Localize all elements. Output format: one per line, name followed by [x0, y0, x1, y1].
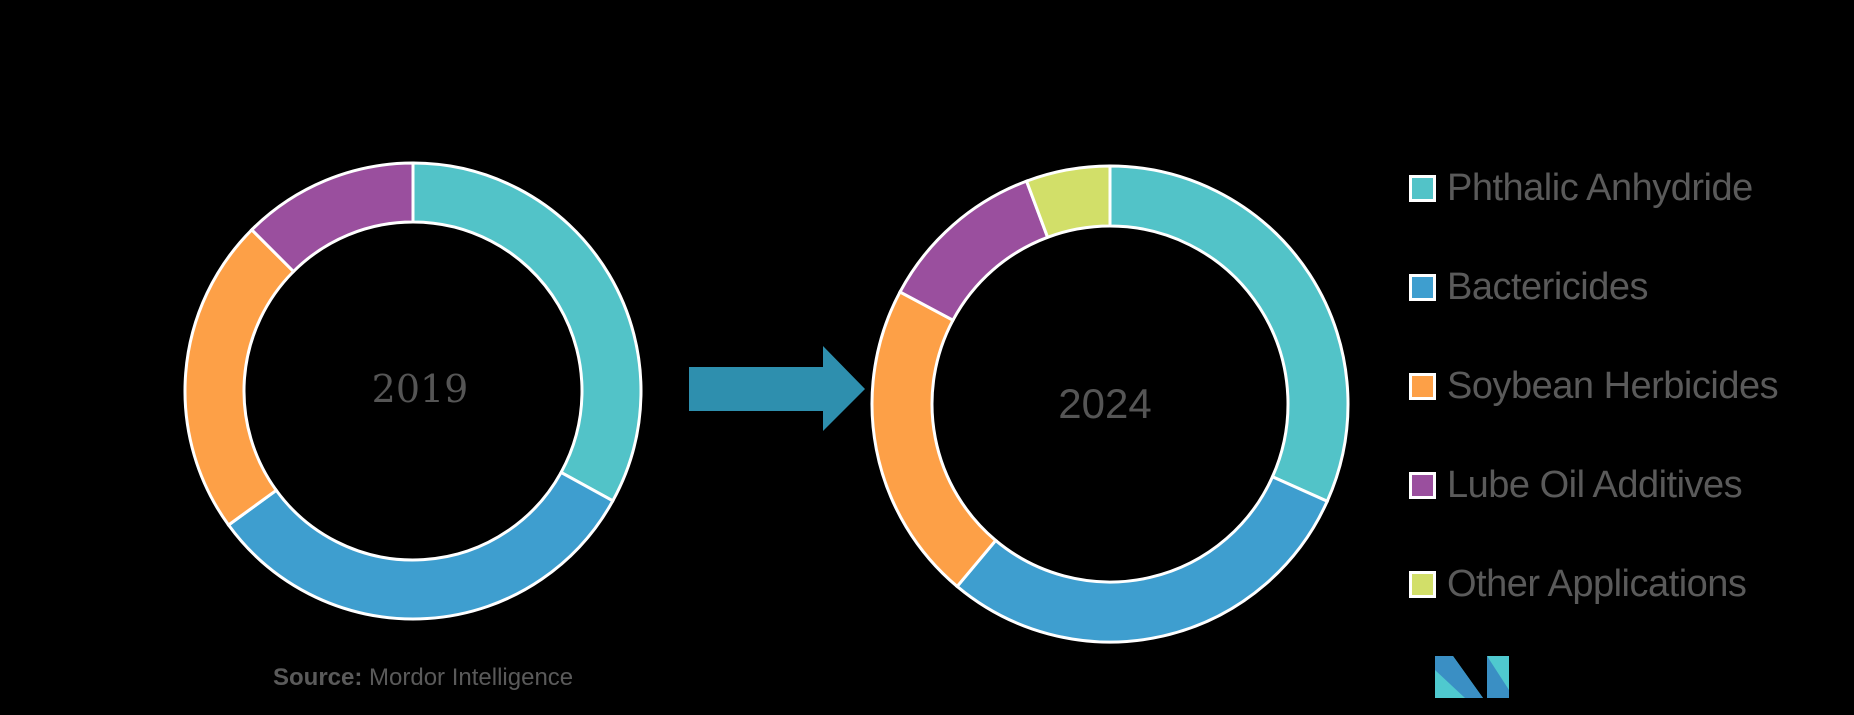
legend-item-phthalic-anhydride: Phthalic Anhydride [1409, 165, 1778, 211]
donut-segment-soybean-herbicides [183, 227, 296, 528]
legend-swatch-icon [1409, 570, 1436, 598]
mordor-intelligence-logo-icon [1435, 656, 1509, 698]
legend-label: Lube Oil Additives [1447, 463, 1743, 506]
source-text: Mordor Intelligence [362, 664, 574, 691]
legend-swatch-icon [1409, 174, 1436, 202]
legend: Phthalic Anhydride Bactericides Soybean … [1409, 165, 1779, 660]
donut-segment-phthalic-anhydride [1108, 164, 1350, 504]
donut-segment-phthalic-anhydride [411, 161, 643, 503]
arrow-right-icon [689, 346, 865, 431]
source-note: Source: Mordor Intelligence [273, 664, 573, 692]
donut-chart-2024 [870, 164, 1350, 644]
legend-swatch-icon [1409, 471, 1436, 499]
donut-segment-soybean-herbicides [870, 289, 998, 589]
donut-segment-lube-oil-additives [249, 161, 415, 274]
donut-chart-2019 [183, 161, 643, 621]
legend-label: Phthalic Anhydride [1447, 166, 1753, 209]
year-label-2024: 2024 [1058, 380, 1152, 427]
donut-segment-other-applications [1024, 164, 1112, 240]
legend-item-other-applications: Other Applications [1409, 561, 1778, 607]
legend-item-lube-oil-additives: Lube Oil Additives [1409, 462, 1778, 508]
source-prefix: Source: [273, 664, 363, 691]
donut-segment-bactericides [955, 474, 1330, 644]
legend-label: Other Applications [1447, 562, 1747, 605]
legend-swatch-icon [1409, 273, 1436, 301]
legend-swatch-icon [1409, 372, 1436, 400]
legend-item-soybean-herbicides: Soybean Herbicides [1409, 363, 1779, 409]
legend-label: Bactericides [1447, 265, 1648, 308]
donut-segment-lube-oil-additives [897, 179, 1050, 323]
legend-item-bactericides: Bactericides [1409, 264, 1778, 310]
year-label-2019: 2019 [371, 367, 469, 411]
legend-label: Soybean Herbicides [1447, 364, 1779, 407]
donut-segment-bactericides [226, 470, 615, 621]
